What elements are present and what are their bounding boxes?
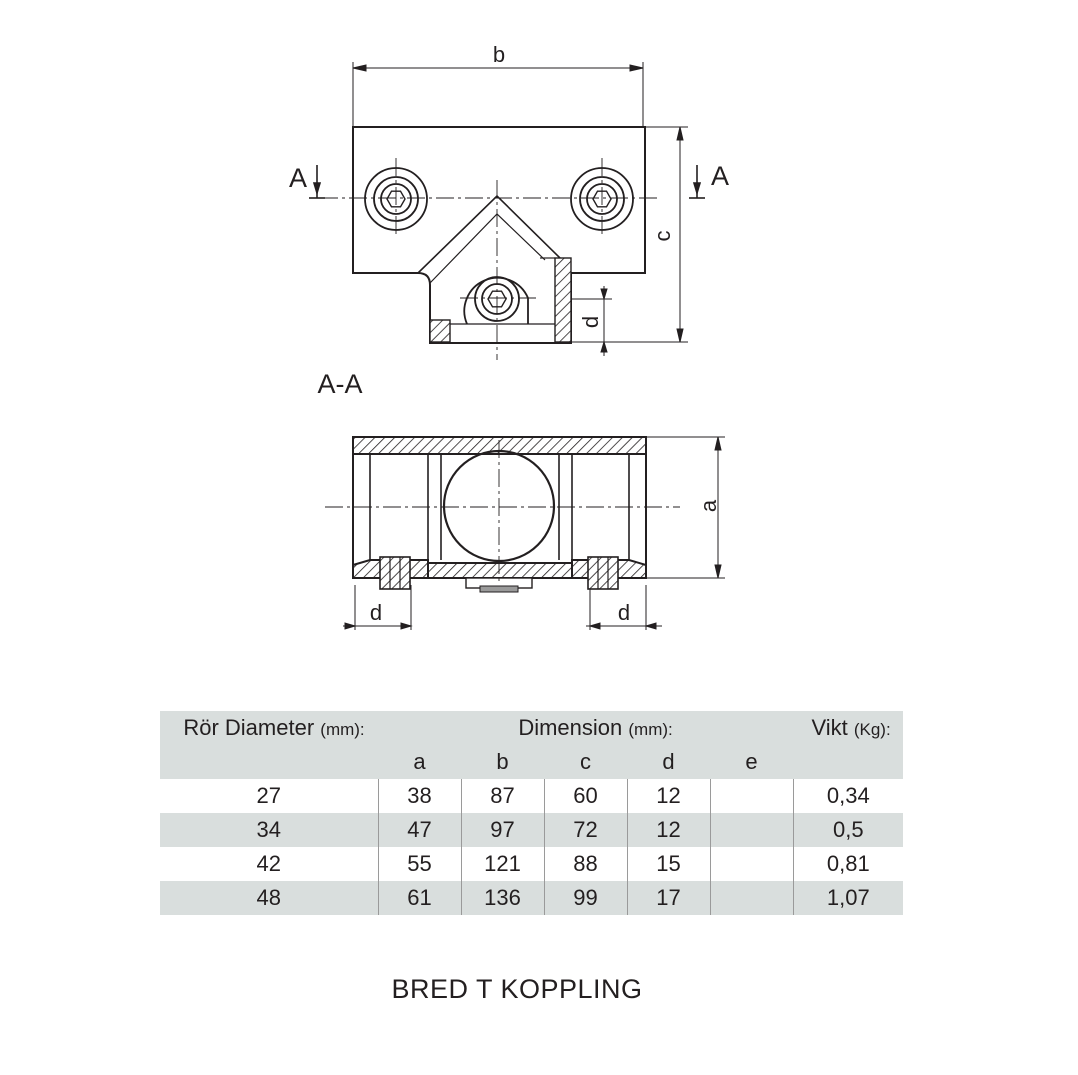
table-row: 27 38 87 60 12 0,34 (160, 779, 904, 813)
cell-a: 38 (377, 779, 461, 813)
table-row: 42 55 121 88 15 0,81 (160, 847, 904, 881)
cell-b: 87 (460, 779, 544, 813)
cell-e (709, 779, 794, 813)
table-row: 34 47 97 72 12 0,5 (160, 813, 904, 847)
cell-a: 47 (377, 813, 461, 847)
dimension-c (572, 126, 688, 343)
cell-diameter: 48 (160, 881, 378, 915)
bolt-left (364, 167, 428, 231)
cell-b: 136 (460, 881, 544, 915)
product-caption: BRED T KOPPLING (391, 974, 643, 1004)
dim-label-c: c (650, 231, 675, 242)
header-weight-unit: (Kg): (853, 720, 891, 739)
dim-label-d-top: d (578, 316, 603, 328)
dimension-a (645, 436, 725, 579)
cell-c: 72 (543, 813, 627, 847)
header-dimension-label: Dimension (518, 715, 623, 740)
cell-diameter: 34 (160, 813, 378, 847)
cell-diameter: 27 (256, 783, 281, 808)
cell-c: 99 (543, 881, 627, 915)
section-title: A-A (317, 369, 362, 399)
subheader-e: e (710, 745, 794, 779)
cell-d: 15 (626, 847, 710, 881)
subheader-c: c (544, 745, 627, 779)
cell-e (709, 881, 794, 915)
cell-weight: 0,81 (792, 847, 904, 881)
section-view (325, 436, 725, 630)
cell-weight: 0,5 (792, 813, 904, 847)
header-diameter: Rör Diameter (mm): (160, 711, 378, 745)
header-diameter-unit: (mm): (320, 720, 365, 739)
cell-d: 12 (626, 779, 710, 813)
table-row: 48 61 136 99 17 1,07 (160, 881, 904, 915)
cell-weight: 1,07 (792, 881, 904, 915)
header-dimension-unit: (mm): (628, 720, 673, 739)
dim-label-d-left: d (370, 600, 382, 625)
section-marker-left (309, 165, 325, 199)
cell-b: 97 (460, 813, 544, 847)
section-marker-right (689, 165, 705, 199)
subheader-a: a (378, 745, 461, 779)
cell-weight: 0,34 (792, 779, 904, 813)
cell-a: 61 (377, 881, 461, 915)
dimension-d-left (343, 585, 413, 630)
cell-d: 12 (626, 813, 710, 847)
header-dimension: Dimension (mm): (378, 711, 794, 745)
header-diameter-label: Rör Diameter (183, 715, 315, 740)
cell-diameter: 42 (256, 851, 281, 876)
bolt-bottom (463, 276, 529, 325)
bolt-right (570, 167, 634, 231)
header-weight-label: Vikt (811, 715, 848, 740)
dimension-d-right (586, 585, 662, 630)
table-subheader-row: a b c d e (160, 745, 904, 779)
subheader-empty (160, 745, 378, 779)
subheader-d: d (627, 745, 710, 779)
cell-d: 17 (626, 881, 710, 915)
dim-label-b: b (493, 42, 505, 67)
section-label-right: A (711, 161, 729, 191)
top-view (309, 62, 705, 360)
dimension-b (352, 62, 644, 126)
subheader-weight-empty (793, 745, 904, 779)
table-header-row: Rör Diameter (mm): Dimension (mm): Vikt … (160, 711, 904, 745)
subheader-b: b (461, 745, 544, 779)
cell-b: 121 (460, 847, 544, 881)
technical-drawing: b c d a d d A A A-A (289, 42, 729, 630)
cell-a: 55 (377, 847, 461, 881)
cell-e (709, 847, 794, 881)
header-weight: Vikt (Kg): (793, 711, 904, 745)
section-label-left: A (289, 163, 307, 193)
cell-e (709, 813, 794, 847)
dim-label-a: a (696, 499, 721, 512)
cell-c: 88 (543, 847, 627, 881)
cell-c: 60 (543, 779, 627, 813)
spec-table: Rör Diameter (mm): Dimension (mm): Vikt … (160, 711, 904, 915)
dim-label-d-right: d (618, 600, 630, 625)
